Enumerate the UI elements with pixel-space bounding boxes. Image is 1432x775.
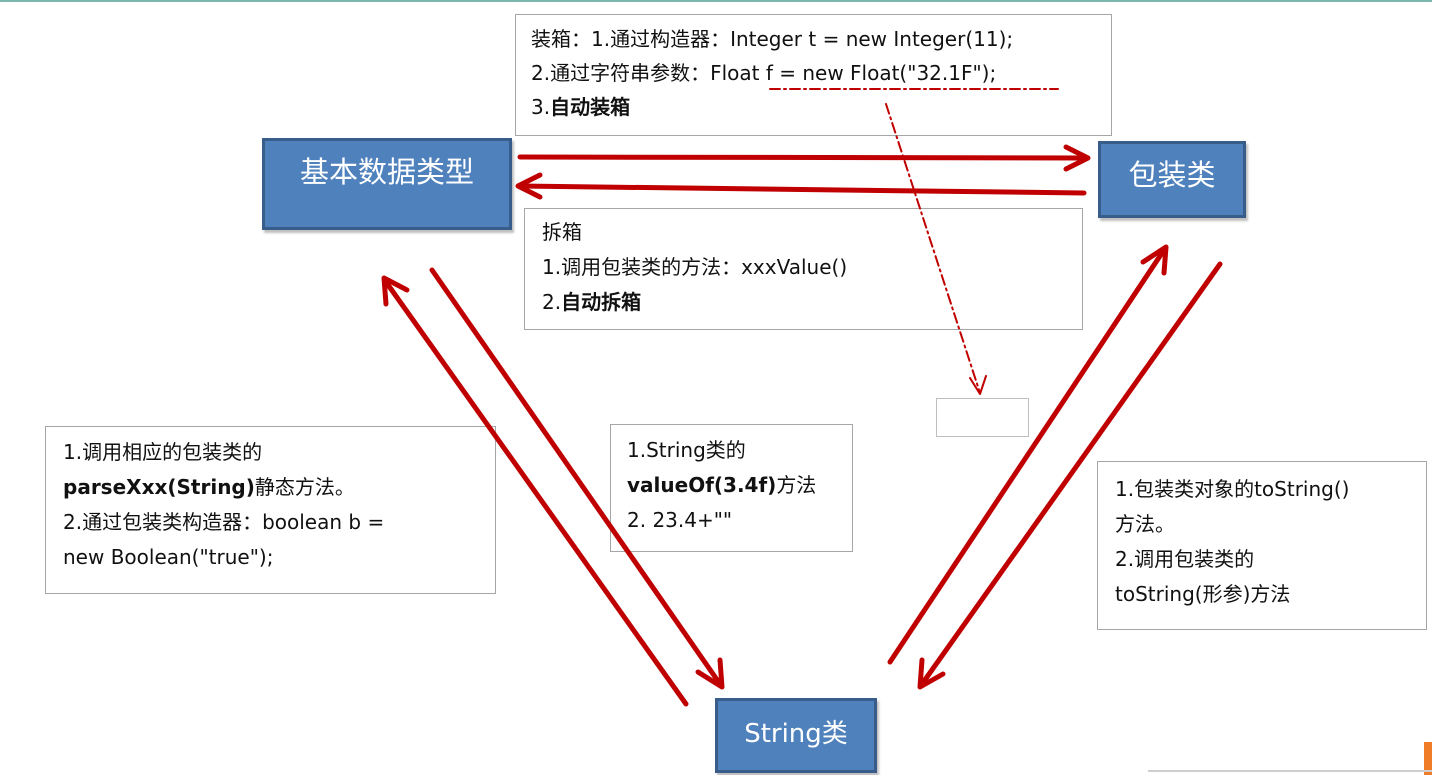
note-boxing: 装箱：1.通过构造器：Integer t = new Integer(11); … (515, 14, 1112, 136)
corner-orange-mark (1424, 742, 1432, 775)
arrow-head (695, 657, 725, 690)
unboxing-line-3: 2.自动拆箱 (542, 285, 1082, 320)
wrap2str-line-4: toString(形参)方法 (1115, 582, 1291, 606)
arrow-line (887, 247, 1167, 665)
boxing-line-3-bold: 自动装箱 (550, 95, 631, 119)
str2prim-line-4: new Boolean("true"); (63, 545, 274, 569)
arrow-line (429, 267, 723, 687)
node-wrapper-label: 包装类 (1128, 158, 1216, 192)
arrow-head (1140, 244, 1169, 276)
str2prim-line-3: 2.通过包装类构造器：boolean b = (63, 510, 385, 534)
arrow-primitive-to-string (429, 267, 725, 690)
prim2str-line-1: 1.String类的 (627, 438, 746, 462)
arrow-string-to-primitive (381, 275, 689, 707)
arrow-string-to-wrapper (887, 244, 1169, 665)
node-primitive-label: 基本数据类型 (299, 155, 474, 189)
dashdot-line (885, 103, 981, 394)
dashdot-head (969, 375, 987, 395)
unboxing-line-2: 1.调用包装类的方法：xxxValue() (542, 255, 848, 279)
prim2str-line-2: valueOf(3.4f)方法 (627, 468, 852, 503)
arrow-head (917, 657, 946, 690)
prim2str-line-2-bold: valueOf(3.4f) (627, 473, 777, 497)
node-string-class: String类 (715, 698, 877, 773)
node-wrapper-class: 包装类 (1098, 141, 1246, 218)
node-primitive-types: 基本数据类型 (262, 138, 512, 230)
arrow-wrapper-to-primitive (515, 172, 1087, 200)
boxing-line-1: 装箱：1.通过构造器：Integer t = new Integer(11); (531, 27, 1014, 51)
prim2str-line-3: 2. 23.4+"" (627, 508, 733, 532)
wrap2str-line-2: 方法。 (1115, 512, 1175, 536)
empty-placeholder-box (936, 398, 1029, 437)
arrow-wrapper-to-string (917, 261, 1223, 690)
str2prim-line-2: parseXxx(String)静态方法。 (63, 470, 495, 505)
arrow-head (381, 275, 410, 307)
unboxing-line-3-num: 2. (542, 290, 562, 314)
node-string-label: String类 (744, 719, 848, 749)
arrow-head (1063, 144, 1091, 172)
dashdot-pointer (769, 88, 1059, 395)
boxing-line-3: 3.自动装箱 (531, 90, 1111, 124)
wrap2str-line-3: 2.调用包装类的 (1115, 547, 1255, 571)
arrow-head (515, 172, 543, 200)
prim2str-line-2-rest: 方法 (776, 473, 817, 497)
corner-line (1148, 770, 1432, 772)
arrow-primitive-to-wrapper (517, 144, 1091, 172)
note-wrapper-to-string: 1.包装类对象的toString() 方法。 2.调用包装类的 toString… (1097, 461, 1427, 630)
note-primitive-to-string: 1.String类的 valueOf(3.4f)方法 2. 23.4+"" (610, 424, 853, 552)
note-string-to-primitive: 1.调用相应的包装类的 parseXxx(String)静态方法。 2.通过包装… (45, 426, 496, 594)
boxing-line-3-num: 3. (531, 95, 551, 119)
str2prim-line-2-rest: 静态方法。 (254, 475, 355, 499)
wrap2str-line-1: 1.包装类对象的toString() (1115, 477, 1350, 501)
arrow-line (517, 183, 1087, 196)
arrow-line (383, 279, 689, 707)
note-unboxing: 拆箱 1.调用包装类的方法：xxxValue() 2.自动拆箱 (524, 208, 1083, 330)
str2prim-line-2-bold: parseXxx(String) (63, 475, 255, 499)
arrow-line (517, 154, 1089, 161)
str2prim-line-1: 1.调用相应的包装类的 (63, 440, 263, 464)
unboxing-line-3-bold: 自动拆箱 (561, 290, 642, 314)
unboxing-line-1: 拆箱 (542, 220, 582, 244)
boxing-line-2: 2.通过字符串参数：Float f = new Float("32.1F"); (531, 61, 997, 85)
top-rule (0, 0, 1432, 2)
arrow-line (919, 261, 1223, 687)
